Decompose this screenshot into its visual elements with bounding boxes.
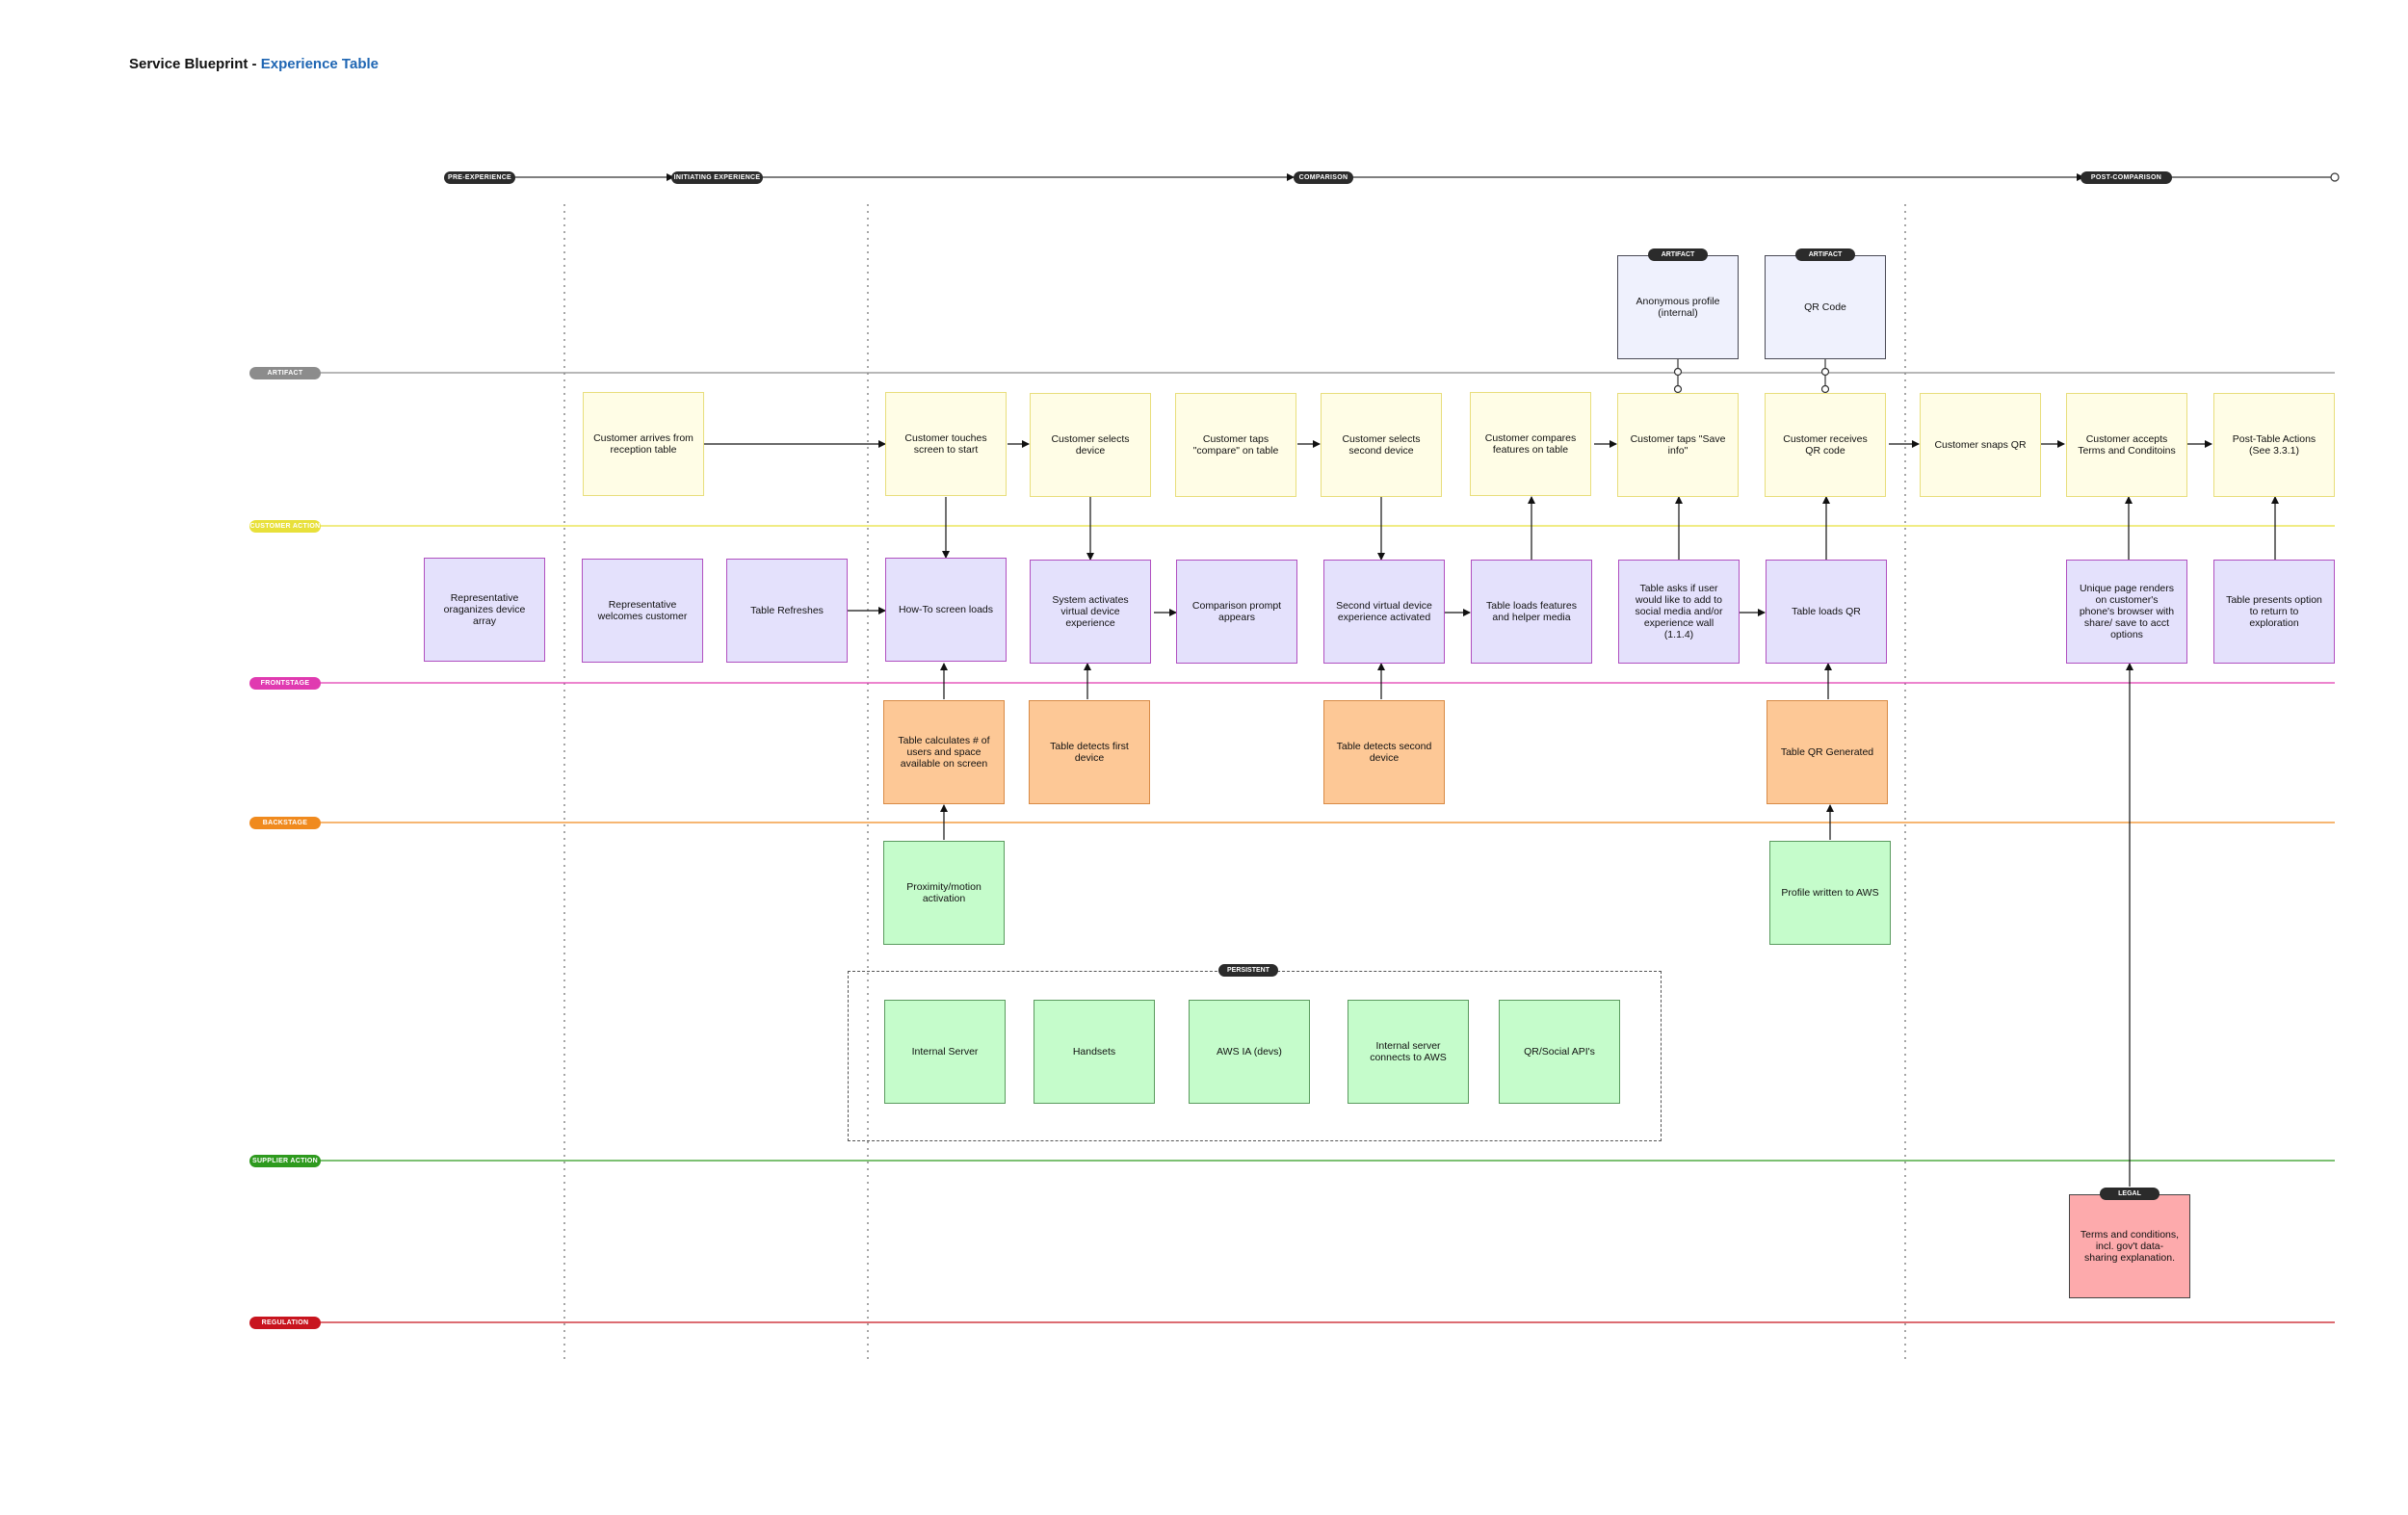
table-loads-qr: Table loads QR xyxy=(1766,560,1887,664)
phase-comparison: COMPARISON xyxy=(1294,171,1353,184)
phase-pre-experience: PRE-EXPERIENCE xyxy=(444,171,515,184)
table-qr-generated: Table QR Generated xyxy=(1767,700,1888,804)
timeline-end-marker xyxy=(2330,172,2340,182)
internal-server: Internal Server xyxy=(884,1000,1006,1104)
customer-selects-device: Customer selects device xyxy=(1030,393,1151,497)
representative-organizes: Representative oraganizes device array xyxy=(424,558,545,662)
lane-label-supplier-action: SUPPLIER ACTION xyxy=(249,1155,321,1167)
terms-and-conditions: Terms and conditions, incl. gov't data-s… xyxy=(2069,1194,2190,1298)
howto-screen-loads: How-To screen loads xyxy=(885,558,1007,662)
lane-label-customer-action: CUSTOMER ACTION xyxy=(249,520,321,533)
lane-label-regulation: REGULATION xyxy=(249,1317,321,1329)
customer-selects-second-device: Customer selects second device xyxy=(1321,393,1442,497)
phase-post-comparison: POST-COMPARISON xyxy=(2081,171,2172,184)
customer-receives-qr: Customer receives QR code xyxy=(1765,393,1886,497)
comparison-prompt: Comparison prompt appears xyxy=(1176,560,1297,664)
page-title: Service Blueprint - Experience Table xyxy=(129,56,379,72)
artifact-tag: ARTIFACT xyxy=(1795,248,1855,261)
customer-taps-compare: Customer taps "compare" on table xyxy=(1175,393,1296,497)
lane-label-artifact: ARTIFACT xyxy=(249,367,321,379)
customer-touches-screen: Customer touches screen to start xyxy=(885,392,1007,496)
system-activates-virtual-device: System activates virtual device experien… xyxy=(1030,560,1151,664)
customer-compares-features: Customer compares features on table xyxy=(1470,392,1591,496)
handsets: Handsets xyxy=(1034,1000,1155,1104)
phase-initiating-experience: INITIATING EXPERIENCE xyxy=(671,171,763,184)
table-detects-second-device: Table detects second device xyxy=(1323,700,1445,804)
unique-page-renders: Unique page renders on customer's phone'… xyxy=(2066,560,2187,664)
artifact-qr-code: QR Code xyxy=(1765,255,1886,359)
table-calculates-users: Table calculates # of users and space av… xyxy=(883,700,1005,804)
lane-label-frontstage: FRONTSTAGE xyxy=(249,677,321,690)
qr-social-apis: QR/Social API's xyxy=(1499,1000,1620,1104)
customer-accepts-terms: Customer accepts Terms and Conditoins xyxy=(2066,393,2187,497)
table-asks-social: Table asks if user would like to add to … xyxy=(1618,560,1740,664)
internal-server-connects-aws: Internal server connects to AWS xyxy=(1348,1000,1469,1104)
representative-welcomes: Representative welcomes customer xyxy=(582,559,703,663)
artifact-tag: ARTIFACT xyxy=(1648,248,1708,261)
customer-taps-save-info: Customer taps "Save info" xyxy=(1617,393,1739,497)
aws-ia-devs: AWS IA (devs) xyxy=(1189,1000,1310,1104)
lane-label-backstage: BACKSTAGE xyxy=(249,817,321,829)
table-refreshes: Table Refreshes xyxy=(726,559,848,663)
second-virtual-device: Second virtual device experience activat… xyxy=(1323,560,1445,664)
customer-snaps-qr: Customer snaps QR xyxy=(1920,393,2041,497)
page-subtitle: Experience Table xyxy=(260,56,379,72)
table-presents-option: Table presents option to return to explo… xyxy=(2213,560,2335,664)
table-loads-features: Table loads features and helper media xyxy=(1471,560,1592,664)
table-detects-first-device: Table detects first device xyxy=(1029,700,1150,804)
artifact-anonymous-profile: Anonymous profile (internal) xyxy=(1617,255,1739,359)
proximity-motion-activation: Proximity/motion activation xyxy=(883,841,1005,945)
legal-tag: LEGAL xyxy=(2100,1188,2159,1200)
profile-written-to-aws: Profile written to AWS xyxy=(1769,841,1891,945)
post-table-actions: Post-Table Actions (See 3.3.1) xyxy=(2213,393,2335,497)
persistent-tag: PERSISTENT xyxy=(1218,964,1278,977)
customer-arrives: Customer arrives from reception table xyxy=(583,392,704,496)
